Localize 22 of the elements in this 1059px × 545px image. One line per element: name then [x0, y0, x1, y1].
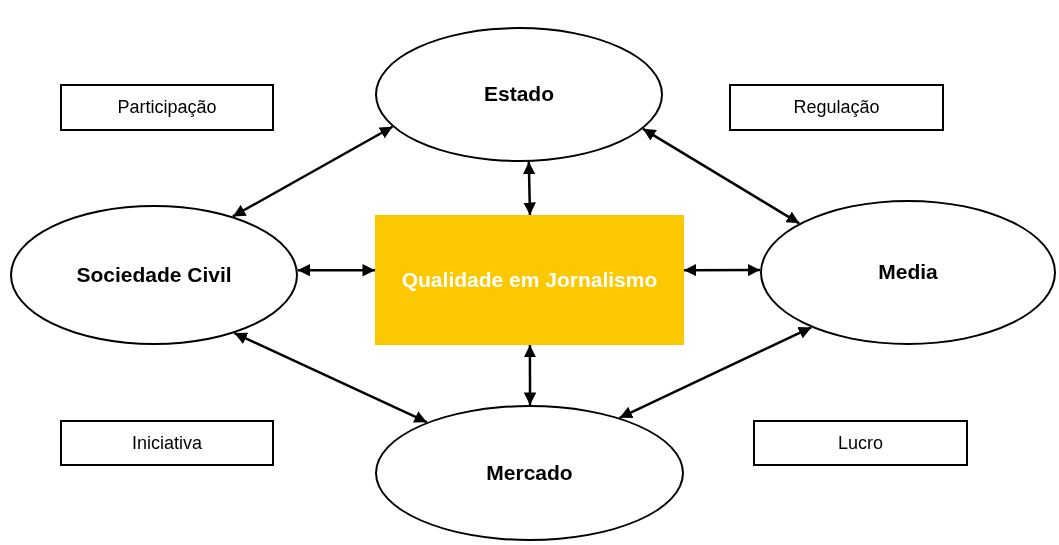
double-arrow — [297, 263, 375, 277]
node-label: Mercado — [485, 459, 574, 486]
label-box — [753, 420, 968, 466]
double-arrow — [523, 345, 537, 405]
node-label: Sociedade Civil — [75, 261, 233, 288]
node-label: Regulação — [792, 96, 881, 120]
node-label: Estado — [483, 81, 555, 108]
node-label: Media — [877, 259, 939, 286]
double-arrow — [522, 161, 536, 216]
double-arrow — [619, 326, 812, 419]
double-arrow — [642, 127, 800, 225]
double-arrow — [684, 263, 761, 277]
label-box — [60, 84, 274, 131]
label-box — [729, 84, 944, 131]
node-label: Iniciativa — [131, 431, 203, 455]
double-arrow — [233, 331, 428, 424]
node-label: Participação — [116, 96, 218, 120]
double-arrow — [232, 125, 394, 218]
node-label: Qualidade em Jornalismo — [400, 266, 659, 293]
node-label: Lucro — [837, 431, 884, 455]
highlight-box — [375, 215, 684, 345]
label-box — [60, 420, 274, 466]
